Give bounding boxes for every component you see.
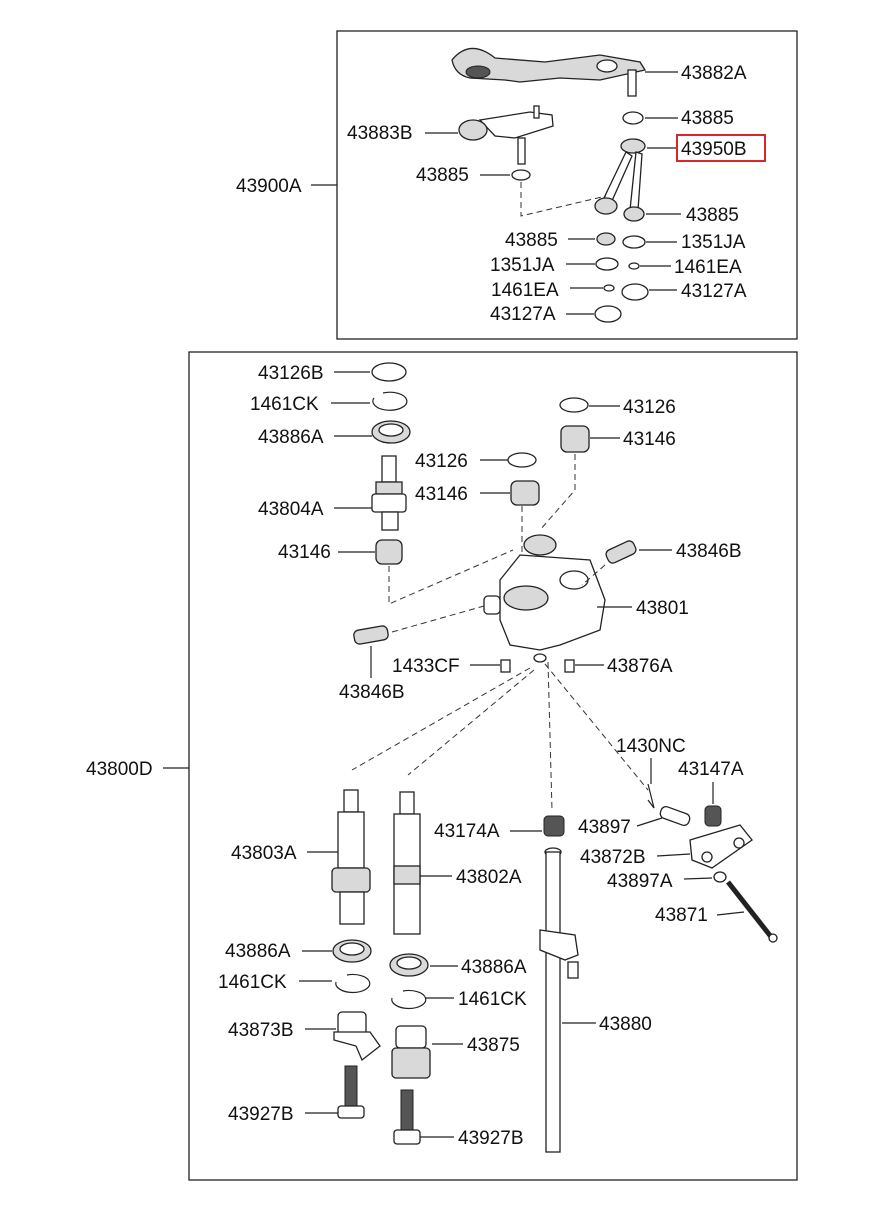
part-43882A [451,47,647,97]
label-43801[interactable]: 43801 [636,598,689,619]
label-43846B-b[interactable]: 43846B [339,682,405,703]
label-43950B[interactable]: 43950B [681,139,747,160]
part-small-hardware-upper [594,232,649,323]
label-43846B-a[interactable]: 43846B [676,541,742,562]
part-43875 [391,1025,431,1079]
label-43885-b[interactable]: 43885 [416,165,469,186]
part-43897 [659,805,691,827]
part-43872B [689,824,753,869]
label-43873B[interactable]: 43873B [228,1020,294,1041]
label-43127A-b[interactable]: 43127A [490,304,556,325]
part-43885-washer-a [622,111,644,125]
part-43803A [331,789,371,925]
label-43885-a[interactable]: 43885 [681,108,734,129]
part-43886A-left [332,939,372,963]
label-1430NC[interactable]: 1430NC [616,736,686,757]
highlight-box-43950B [676,134,766,162]
part-1461CK-right [391,989,427,1010]
label-43803A[interactable]: 43803A [231,843,297,864]
part-43147A [704,805,722,827]
part-43880 [539,847,579,1153]
label-1461CK-c[interactable]: 1461CK [458,989,527,1010]
part-43846B-left [353,625,389,645]
part-43886A-top [371,420,411,444]
part-43146-center [510,480,540,506]
group-label-43900A[interactable]: 43900A [236,176,302,197]
label-1433CF[interactable]: 1433CF [392,656,460,677]
part-43886A-right [389,953,429,977]
part-43801 [483,534,606,663]
part-43146-left [375,539,403,565]
part-43126-center [507,452,537,468]
label-43897[interactable]: 43897 [578,817,631,838]
group-label-43800D[interactable]: 43800D [86,759,153,780]
label-43886A-b[interactable]: 43886A [225,941,291,962]
label-1461EA-a[interactable]: 1461EA [674,257,742,278]
part-43802A [393,791,421,935]
label-43880[interactable]: 43880 [599,1014,652,1035]
part-43927B-left [337,1065,365,1119]
part-43950B [594,138,646,222]
label-43126-a[interactable]: 43126 [623,397,676,418]
label-1351JA-b[interactable]: 1351JA [490,255,555,276]
label-1351JA-a[interactable]: 1351JA [681,232,746,253]
label-43872B[interactable]: 43872B [580,847,646,868]
part-1430NC [647,783,655,809]
part-43174A [543,815,565,837]
label-43146-c[interactable]: 43146 [278,542,331,563]
part-43876A [564,659,575,673]
part-1461CK-top [372,391,408,411]
label-43802A[interactable]: 43802A [456,867,522,888]
part-43146-right [560,425,590,453]
part-43883B [458,105,554,165]
label-43146-a[interactable]: 43146 [623,429,676,450]
label-43174A[interactable]: 43174A [434,821,500,842]
label-1461CK-a[interactable]: 1461CK [250,394,319,415]
part-1433CF [500,659,511,673]
part-43126B [371,362,407,382]
part-43126-right [559,397,589,413]
label-43886A-a[interactable]: 43886A [258,427,324,448]
label-43147A[interactable]: 43147A [678,759,744,780]
part-43927B-right [393,1089,421,1145]
part-43885-washer-b [511,169,531,181]
label-1461EA-b[interactable]: 1461EA [491,280,559,301]
label-43871[interactable]: 43871 [655,905,708,926]
part-1461CK-left [335,973,371,994]
label-43875[interactable]: 43875 [467,1035,520,1056]
label-43927B-a[interactable]: 43927B [228,1104,294,1125]
part-43871 [726,880,778,943]
label-43126-b[interactable]: 43126 [415,451,468,472]
part-43897A [713,871,727,883]
label-43146-b[interactable]: 43146 [415,484,468,505]
label-43126B[interactable]: 43126B [258,363,324,384]
label-43885-d[interactable]: 43885 [505,230,558,251]
label-1461CK-b[interactable]: 1461CK [218,972,287,993]
label-43882A[interactable]: 43882A [681,63,747,84]
label-43876A[interactable]: 43876A [607,656,673,677]
label-43883B[interactable]: 43883B [347,123,413,144]
label-43927B-b[interactable]: 43927B [458,1128,524,1149]
part-43873B [333,1011,381,1062]
group-43800D-frame [188,351,798,1181]
label-43127A-a[interactable]: 43127A [681,281,747,302]
part-43804A [371,455,407,531]
label-43897A[interactable]: 43897A [607,871,673,892]
label-43885-c[interactable]: 43885 [686,205,739,226]
label-43804A[interactable]: 43804A [258,499,324,520]
part-43846B-right [605,540,637,564]
label-43886A-c[interactable]: 43886A [461,957,527,978]
